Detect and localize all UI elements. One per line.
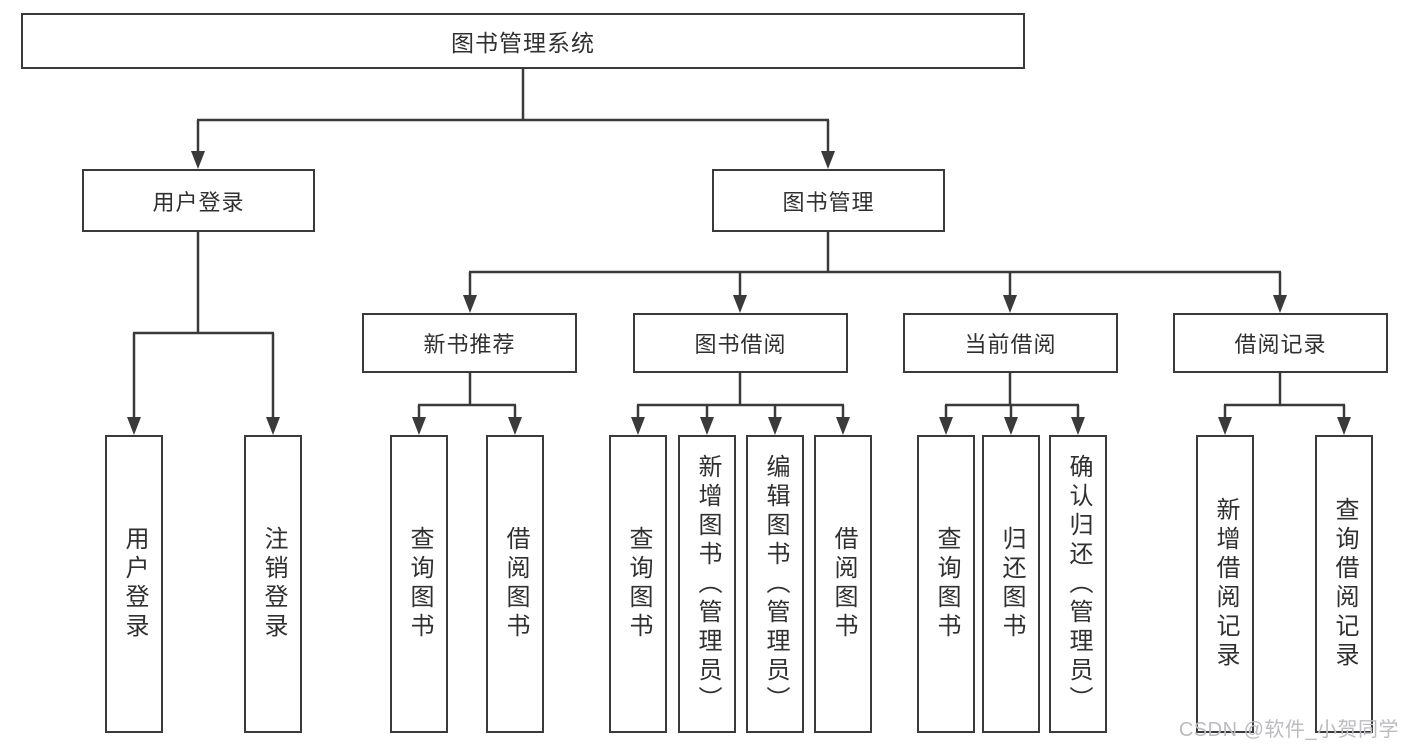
leaf-query-books-borrowing: 查询图书: [609, 435, 667, 733]
leaf-confirm-return-admin-label: 确认归还（管理员）: [1065, 453, 1092, 715]
leaf-user-login: 用户登录: [105, 435, 163, 733]
node-root: 图书管理系统: [21, 13, 1025, 69]
node-book-management: 图书管理: [712, 169, 945, 232]
node-book-borrowing: 图书借阅: [633, 313, 848, 373]
leaf-query-books-current-label: 查询图书: [933, 526, 960, 642]
leaf-edit-books-admin: 编辑图书（管理员）: [746, 435, 804, 733]
leaf-query-books-recommend-label: 查询图书: [406, 526, 433, 642]
leaf-confirm-return-admin: 确认归还（管理员）: [1049, 435, 1107, 733]
leaf-user-login-label: 用户登录: [121, 526, 148, 642]
node-current-borrowing: 当前借阅: [903, 313, 1118, 373]
leaf-borrow-books-recommend: 借阅图书: [486, 435, 544, 733]
leaf-logout: 注销登录: [244, 435, 302, 733]
leaf-edit-books-admin-label: 编辑图书（管理员）: [762, 453, 789, 715]
leaf-query-books-current: 查询图书: [917, 435, 975, 733]
leaf-return-books: 归还图书: [982, 435, 1040, 733]
node-new-book-recommend: 新书推荐: [362, 313, 577, 373]
leaf-query-books-recommend: 查询图书: [390, 435, 448, 733]
node-borrowing-records: 借阅记录: [1173, 313, 1388, 373]
node-user-login-label: 用户登录: [152, 189, 245, 215]
leaf-borrow-books-recommend-label: 借阅图书: [502, 526, 529, 642]
node-book-borrowing-label: 图书借阅: [694, 332, 787, 357]
connector-arrowheads: [127, 151, 1351, 435]
leaf-query-borrow-record: 查询借阅记录: [1315, 435, 1373, 733]
leaf-logout-label: 注销登录: [260, 526, 287, 642]
leaf-return-books-label: 归还图书: [998, 526, 1025, 642]
leaf-add-books-admin: 新增图书（管理员）: [678, 435, 736, 733]
leaf-query-books-borrowing-label: 查询图书: [625, 526, 652, 642]
leaf-add-borrow-record-label: 新增借阅记录: [1212, 497, 1239, 671]
leaf-add-borrow-record: 新增借阅记录: [1196, 435, 1254, 733]
node-book-management-label: 图书管理: [782, 189, 875, 215]
leaf-borrow-books-borrowing-label: 借阅图书: [830, 526, 857, 642]
csdn-watermark: CSDN @软件_小贺同学: [1178, 719, 1399, 741]
leaf-borrow-books-borrowing: 借阅图书: [814, 435, 872, 733]
node-user-login: 用户登录: [82, 169, 315, 232]
node-current-borrowing-label: 当前借阅: [964, 332, 1057, 357]
node-borrowing-records-label: 借阅记录: [1234, 332, 1327, 357]
leaf-query-borrow-record-label: 查询借阅记录: [1331, 497, 1358, 671]
connector-paths: [132, 69, 1346, 418]
leaf-add-books-admin-label: 新增图书（管理员）: [694, 453, 721, 715]
node-root-label: 图书管理系统: [451, 30, 595, 56]
node-new-book-recommend-label: 新书推荐: [423, 332, 516, 357]
